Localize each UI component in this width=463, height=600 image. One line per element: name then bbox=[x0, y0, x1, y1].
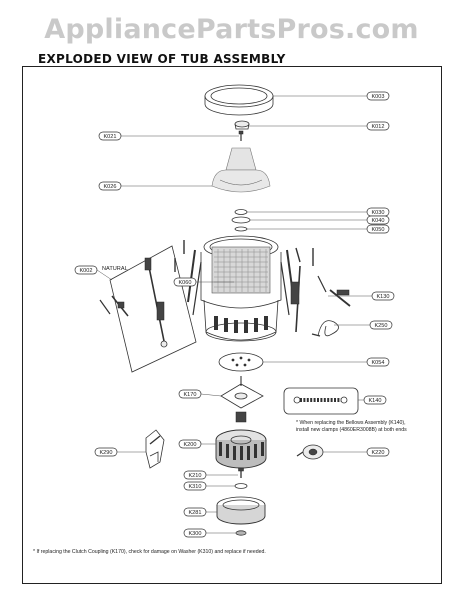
callout-k002: K002 bbox=[74, 265, 98, 275]
hose-part bbox=[311, 320, 339, 337]
svg-text:K220: K220 bbox=[371, 450, 384, 456]
clutch-coupling-part bbox=[220, 376, 264, 409]
callout-k310: K310 bbox=[183, 481, 207, 491]
callout-k054: K054 bbox=[366, 357, 390, 367]
callout-k170: K170 bbox=[178, 389, 202, 399]
tub-assembly bbox=[187, 235, 295, 342]
rotor-housing-part bbox=[216, 496, 266, 525]
svg-text:K310: K310 bbox=[188, 484, 201, 490]
callout-k060: K060 bbox=[173, 277, 197, 287]
callout-k003: K003 bbox=[366, 91, 390, 101]
suspension-rod-set-left bbox=[99, 240, 197, 373]
callout-k250: K250 bbox=[369, 320, 393, 330]
svg-text:K030: K030 bbox=[371, 210, 384, 216]
tub-ring-part bbox=[204, 84, 274, 116]
callout-k140: K140 bbox=[363, 395, 387, 405]
svg-text:K021: K021 bbox=[103, 134, 116, 140]
motor-rotor-part bbox=[215, 411, 267, 469]
svg-text:K130: K130 bbox=[376, 294, 389, 300]
pump-part bbox=[296, 444, 324, 460]
callout-k012: K012 bbox=[366, 121, 390, 131]
svg-text:K200: K200 bbox=[183, 442, 196, 448]
svg-text:K210: K210 bbox=[188, 473, 201, 479]
svg-text:K300: K300 bbox=[188, 531, 201, 537]
pulsator-part bbox=[211, 147, 271, 193]
plate-part bbox=[218, 352, 264, 372]
natural-label: NATURAL bbox=[102, 266, 128, 272]
callout-k300: K300 bbox=[183, 528, 207, 538]
svg-text:K040: K040 bbox=[371, 218, 384, 224]
svg-text:K054: K054 bbox=[371, 360, 384, 366]
svg-text:K002: K002 bbox=[79, 268, 92, 274]
callout-k220: K220 bbox=[366, 447, 390, 457]
callout-k290: K290 bbox=[94, 447, 118, 457]
svg-text:K050: K050 bbox=[371, 227, 384, 233]
footnote: * If replacing the Clutch Coupling (K170… bbox=[33, 549, 266, 555]
svg-text:K012: K012 bbox=[371, 124, 384, 130]
callout-k021: K021 bbox=[98, 131, 122, 141]
callout-k040: K040 bbox=[366, 215, 390, 225]
svg-text:K026: K026 bbox=[103, 184, 116, 190]
watermark-text: AppliancePartsPros.com bbox=[44, 14, 419, 45]
svg-text:install new clamps (4860ER3008: install new clamps (4860ER3008B) at both… bbox=[296, 427, 407, 433]
callout-k026: K026 bbox=[98, 181, 122, 191]
seal-part bbox=[234, 226, 248, 232]
callout-k050: K050 bbox=[366, 224, 390, 234]
svg-text:K003: K003 bbox=[371, 94, 384, 100]
diagram-title: EXPLODED VIEW OF TUB ASSEMBLY bbox=[38, 52, 286, 66]
bellows-note: * When replacing the Bellows Assembly (K… bbox=[296, 420, 407, 433]
svg-text:K140: K140 bbox=[368, 398, 381, 404]
leader-lines bbox=[96, 95, 372, 534]
svg-text:K250: K250 bbox=[374, 323, 387, 329]
cap-nut-part bbox=[234, 120, 250, 130]
svg-text:K060: K060 bbox=[178, 280, 191, 286]
callout-k210: K210 bbox=[183, 470, 207, 480]
bracket-part bbox=[145, 429, 165, 469]
callout-k030: K030 bbox=[366, 207, 390, 217]
bellows-inset bbox=[283, 387, 359, 415]
svg-text:K281: K281 bbox=[188, 510, 201, 516]
bolt-part bbox=[238, 130, 244, 141]
svg-text:* When replacing the Bellows A: * When replacing the Bellows Assembly (K… bbox=[296, 420, 406, 426]
suspension-rod-set-right bbox=[290, 247, 351, 333]
callout-k200: K200 bbox=[178, 439, 202, 449]
callout-k130: K130 bbox=[371, 291, 395, 301]
diagram-frame bbox=[22, 66, 442, 584]
svg-text:K290: K290 bbox=[99, 450, 112, 456]
svg-text:K170: K170 bbox=[183, 392, 196, 398]
callout-k281: K281 bbox=[183, 507, 207, 517]
